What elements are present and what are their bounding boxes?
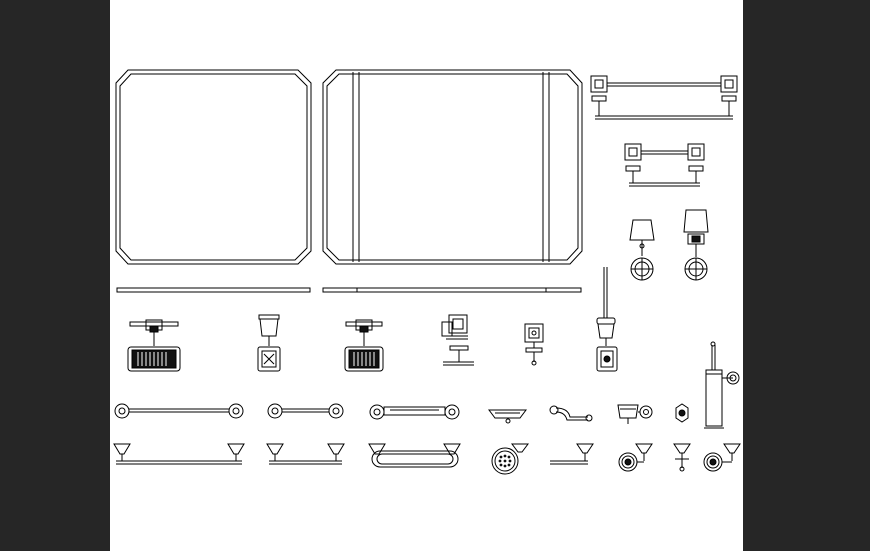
robe-hook <box>524 323 544 366</box>
towel-bar-short-plan <box>625 165 704 187</box>
towel-rail-round-medium <box>266 403 345 465</box>
towel-rail-round-long <box>113 403 245 465</box>
towel-bar-long-plan <box>591 95 737 120</box>
wall-sconce-large <box>683 209 709 281</box>
glass-holder <box>617 404 653 472</box>
towel-bar-long-elevation <box>590 75 738 93</box>
soap-dish-b <box>344 319 384 372</box>
towel-bar-short-elevation <box>624 143 705 161</box>
toilet-roll-holder <box>441 314 474 366</box>
mirror-square-plan <box>116 287 311 293</box>
mirror-square-elevation <box>115 69 312 265</box>
toilet-brush-holder <box>596 267 618 372</box>
towel-ring <box>703 443 741 472</box>
mirror-wide-elevation <box>322 69 583 265</box>
round-soap-dish <box>488 409 529 475</box>
paper-hook <box>549 405 594 465</box>
shelf-rail <box>368 404 461 468</box>
toilet-brush-wall-mounted <box>704 341 740 429</box>
soap-dish-a <box>127 319 181 372</box>
single-hook <box>673 403 691 472</box>
drawing-sheet <box>110 0 743 551</box>
wall-sconce-small <box>629 219 655 281</box>
tumbler-holder <box>257 314 281 372</box>
mirror-wide-plan <box>322 287 582 293</box>
